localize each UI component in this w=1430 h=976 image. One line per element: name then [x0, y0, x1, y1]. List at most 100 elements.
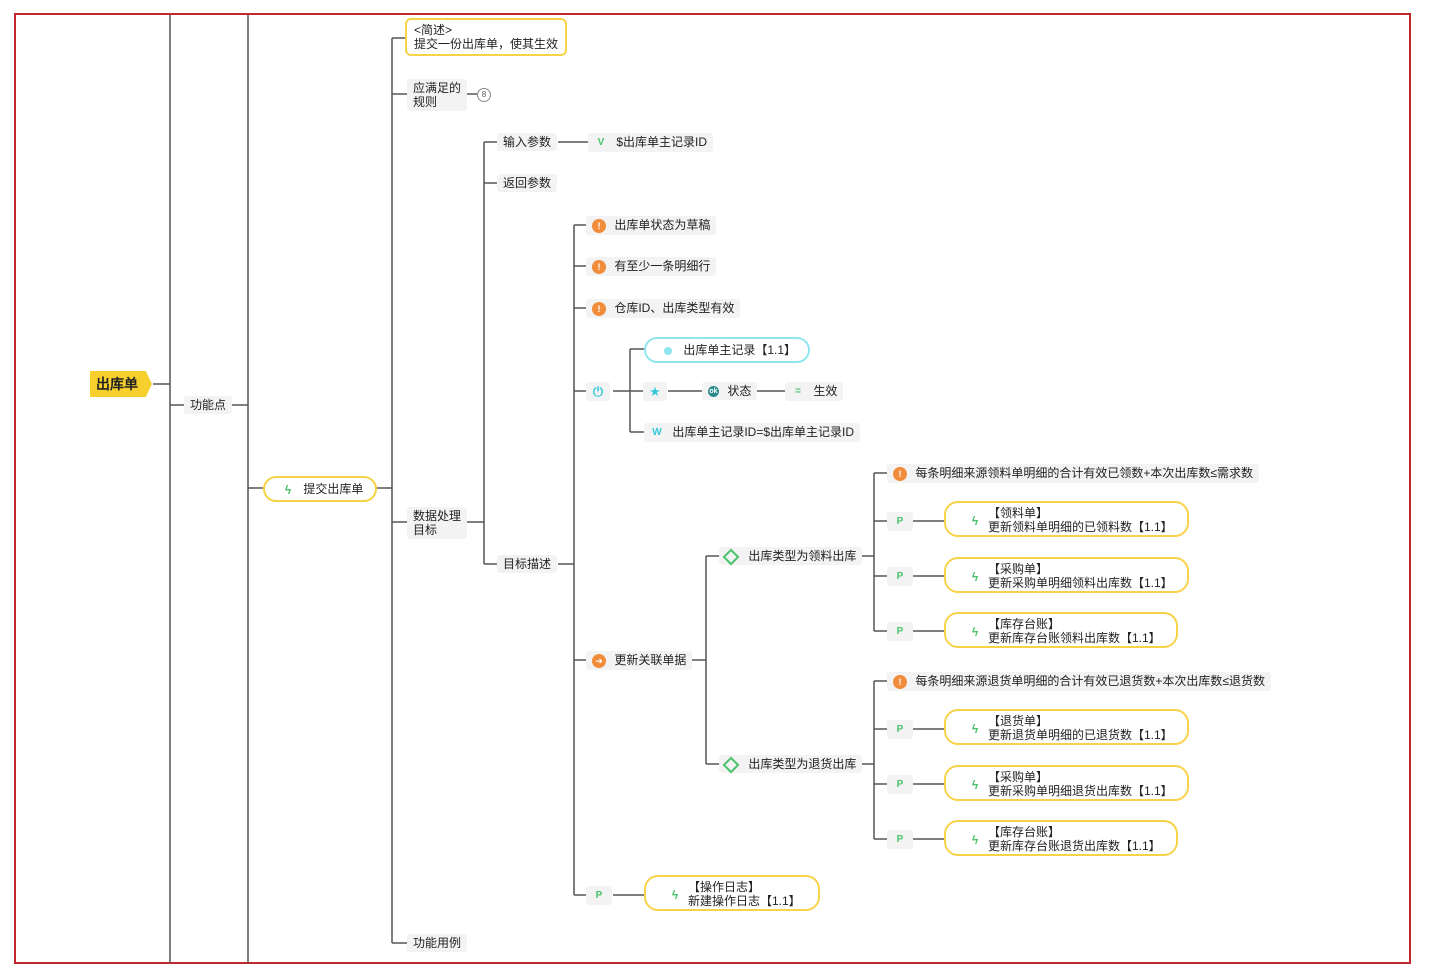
field-node[interactable]: ok 状态: [702, 382, 758, 400]
warning-icon: !: [893, 674, 907, 689]
action-text: 更新库存台账退货出库数【1.1】: [988, 839, 1161, 853]
power-icon: ⏻: [592, 383, 604, 399]
p-icon: P: [896, 570, 904, 582]
p-node[interactable]: P: [887, 567, 913, 586]
data-target-line1: 数据处理: [413, 509, 462, 523]
action-node[interactable]: ϟ 【采购单】 更新采购单明细退货出库数【1.1】: [944, 765, 1189, 801]
check-node-3[interactable]: ! 仓库ID、出库类型有效: [586, 299, 741, 318]
log-node[interactable]: ϟ 【操作日志】 新建操作日志【1.1】: [644, 875, 820, 911]
check-label-3: 仓库ID、出库类型有效: [614, 301, 735, 315]
action-node[interactable]: ϟ 【库存台账】 更新库存台账退货出库数【1.1】: [944, 820, 1178, 856]
p-node[interactable]: P: [887, 830, 913, 849]
record-label: 出库单主记录【1.1】: [683, 343, 797, 357]
warning-icon: !: [893, 466, 907, 481]
action-title: 【领料单】: [988, 506, 1049, 520]
warning-icon: !: [592, 259, 606, 274]
value-label: 生效: [813, 384, 838, 398]
power-node[interactable]: ⏻: [586, 382, 610, 401]
branch-picking-label: 出库类型为领料出库: [748, 549, 857, 563]
warning-icon: !: [592, 301, 606, 316]
function-point-label: 功能点: [190, 398, 227, 412]
root-label: 出库单: [96, 376, 138, 392]
value-node[interactable]: = 生效: [785, 382, 844, 401]
p-icon: P: [896, 778, 904, 790]
return-params-node[interactable]: 返回参数: [497, 174, 558, 192]
return-params-label: 返回参数: [503, 176, 552, 190]
equals-icon: =: [795, 385, 801, 397]
p-node[interactable]: P: [887, 720, 913, 739]
function-point-node[interactable]: 功能点: [184, 396, 233, 414]
check-node-2[interactable]: ! 有至少一条明细行: [586, 257, 717, 276]
action-text: 更新库存台账领料出库数【1.1】: [988, 631, 1161, 645]
bolt-icon: ϟ: [971, 514, 979, 528]
data-target-node[interactable]: 数据处理 目标: [407, 507, 468, 539]
bolt-icon: ϟ: [971, 570, 979, 584]
bolt-icon: ϟ: [971, 722, 979, 736]
use-cases-node[interactable]: 功能用例: [407, 934, 468, 952]
p-icon: P: [896, 833, 904, 845]
action-text: 更新采购单明细退货出库数【1.1】: [988, 784, 1173, 798]
bolt-icon: ϟ: [971, 778, 979, 792]
bolt-icon: ϟ: [971, 625, 979, 639]
branch-return-node[interactable]: 出库类型为退货出库: [719, 755, 863, 774]
action-node[interactable]: ϟ 【退货单】 更新退货单明细的已退货数【1.1】: [944, 709, 1189, 745]
root-node[interactable]: 出库单: [90, 371, 152, 397]
branch-picking-check-node[interactable]: ! 每条明细来源领料单明细的合计有效已领数+本次出库数≤需求数: [887, 464, 1259, 483]
p-icon: P: [595, 889, 603, 901]
p-node[interactable]: P: [887, 775, 913, 794]
star-icon: ★: [649, 383, 661, 399]
w-icon: W: [652, 426, 662, 438]
update-related-node[interactable]: ➜ 更新关联单据: [586, 651, 693, 670]
bolt-icon: ϟ: [284, 482, 292, 497]
target-desc-node[interactable]: 目标描述: [497, 555, 558, 573]
update-related-label: 更新关联单据: [614, 653, 687, 667]
rules-line2: 规则: [413, 95, 438, 109]
submit-node[interactable]: ϟ 提交出库单: [263, 476, 377, 502]
branch-return-check-node[interactable]: ! 每条明细来源退货单明细的合计有效已退货数+本次出库数≤退货数: [887, 672, 1271, 691]
branch-picking-check-label: 每条明细来源领料单明细的合计有效已领数+本次出库数≤需求数: [915, 466, 1253, 480]
action-text: 更新领料单明细的已领料数【1.1】: [988, 520, 1173, 534]
frame-border: [14, 13, 1411, 964]
action-title: 【库存台账】: [988, 617, 1061, 631]
p-node[interactable]: P: [887, 622, 913, 641]
rules-node[interactable]: 应满足的 规则: [407, 79, 468, 111]
p-node[interactable]: P: [586, 886, 612, 905]
action-text: 更新采购单明细领料出库数【1.1】: [988, 576, 1173, 590]
log-text: 新建操作日志【1.1】: [688, 894, 801, 908]
p-icon: P: [896, 723, 904, 735]
bolt-icon: ϟ: [671, 888, 679, 902]
collapsed-count: 8: [481, 90, 487, 99]
input-param-value-node[interactable]: V $出库单主记录ID: [588, 133, 714, 152]
input-params-node[interactable]: 输入参数: [497, 133, 558, 151]
branch-return-label: 出库类型为退货出库: [748, 757, 857, 771]
branch-picking-node[interactable]: 出库类型为领料出库: [719, 547, 863, 566]
p-icon: P: [896, 625, 904, 637]
action-node[interactable]: ϟ 【采购单】 更新采购单明细领料出库数【1.1】: [944, 557, 1189, 593]
p-node[interactable]: P: [887, 512, 913, 531]
branch-return-check-label: 每条明细来源退货单明细的合计有效已退货数+本次出库数≤退货数: [915, 674, 1265, 688]
log-title: 【操作日志】: [688, 880, 761, 894]
check-label-1: 出库单状态为草稿: [614, 218, 711, 232]
check-node-1[interactable]: ! 出库单状态为草稿: [586, 216, 717, 235]
collapsed-count-badge[interactable]: 8: [477, 88, 491, 102]
where-label: 出库单主记录ID=$出库单主记录ID: [672, 425, 855, 439]
arrow-right-icon: ➜: [592, 653, 606, 668]
input-params-label: 输入参数: [503, 135, 552, 149]
summary-node[interactable]: <简述> 提交一份出库单，使其生效: [405, 18, 568, 56]
action-title: 【退货单】: [988, 714, 1049, 728]
where-node[interactable]: W 出库单主记录ID=$出库单主记录ID: [644, 423, 861, 442]
check-label-2: 有至少一条明细行: [614, 259, 711, 273]
action-node[interactable]: ϟ 【领料单】 更新领料单明细的已领料数【1.1】: [944, 501, 1189, 537]
summary-title: <简述>: [414, 23, 453, 37]
input-param-value: $出库单主记录ID: [616, 135, 708, 149]
submit-label: 提交出库单: [303, 482, 364, 496]
action-node[interactable]: ϟ 【库存台账】 更新库存台账领料出库数【1.1】: [944, 612, 1178, 648]
star-node[interactable]: ★: [643, 382, 667, 401]
summary-text: 提交一份出库单，使其生效: [414, 37, 559, 51]
action-title: 【采购单】: [988, 770, 1049, 784]
record-node[interactable]: 出库单主记录【1.1】: [644, 337, 810, 363]
p-icon: P: [896, 515, 904, 527]
field-label: 状态: [727, 384, 752, 398]
diamond-icon: [722, 756, 740, 774]
